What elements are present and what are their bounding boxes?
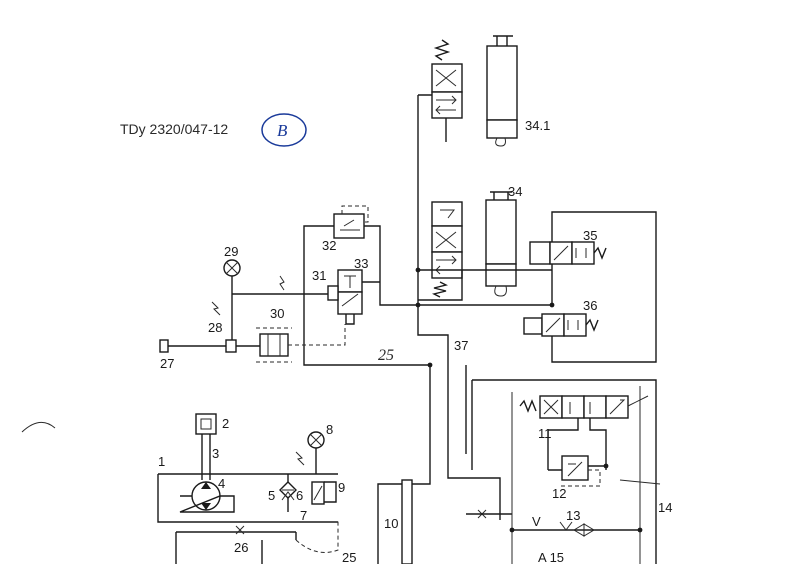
cylinder-34-1 bbox=[486, 45, 518, 121]
tank-1 bbox=[157, 473, 338, 523]
page-mark bbox=[21, 421, 56, 433]
component-35: 35 bbox=[529, 228, 607, 265]
label-10: 10 bbox=[384, 516, 398, 531]
component-34-1: 34.1 bbox=[431, 35, 550, 147]
label-9: 9 bbox=[338, 480, 345, 495]
label-14: 14 bbox=[658, 500, 672, 515]
component-36: 36 bbox=[523, 298, 599, 337]
drawing-number: TDy 2320/047-12 bbox=[120, 121, 228, 137]
component-2: 2 bbox=[195, 413, 229, 435]
gauge-29: 29 bbox=[223, 244, 241, 277]
cylinder-34 bbox=[485, 199, 517, 265]
label-12: 12 bbox=[552, 486, 566, 501]
component-27 bbox=[159, 339, 169, 353]
label-v: V bbox=[532, 514, 541, 529]
label-37: 37 bbox=[454, 338, 468, 353]
pump-4: 4 bbox=[179, 476, 235, 513]
label-1: 1 bbox=[158, 454, 165, 469]
label-29: 29 bbox=[224, 244, 238, 259]
spring-11 bbox=[519, 399, 537, 413]
component-9: 9 bbox=[311, 480, 345, 505]
valve-34-lower bbox=[431, 251, 463, 279]
label-15: A 15 bbox=[538, 550, 564, 564]
label-27: 27 bbox=[160, 356, 174, 371]
line-34-1-supply bbox=[417, 94, 432, 310]
label-5: 5 bbox=[268, 488, 275, 503]
label-3: 3 bbox=[212, 446, 219, 461]
component-11: 11 bbox=[519, 395, 649, 441]
frame-right bbox=[472, 379, 657, 564]
valve-34-1-lower bbox=[431, 91, 463, 119]
filter-5-6-7: 5 6 7 bbox=[268, 481, 307, 523]
label-35: 35 bbox=[583, 228, 597, 243]
component-13: 13 V bbox=[512, 508, 640, 537]
component-10: 10 bbox=[384, 479, 413, 564]
label-30: 30 bbox=[270, 306, 284, 321]
line-32-loop bbox=[303, 225, 430, 366]
label-8: 8 bbox=[326, 422, 333, 437]
spring-34 bbox=[431, 281, 449, 298]
revision-mark: B bbox=[277, 121, 288, 140]
label-31: 31 bbox=[312, 268, 326, 283]
component-12: 12 bbox=[552, 455, 601, 501]
label-11: 11 bbox=[538, 426, 552, 441]
label-13: 13 bbox=[566, 508, 580, 523]
label-28: 28 bbox=[208, 320, 222, 335]
label-26: 26 bbox=[234, 540, 248, 555]
label-6: 6 bbox=[296, 488, 303, 503]
gauge-8: 8 bbox=[307, 422, 333, 449]
component-32: 32 bbox=[322, 205, 369, 253]
component-34: 34 bbox=[431, 184, 522, 298]
spring-36 bbox=[585, 318, 599, 332]
line-35-36-return bbox=[551, 211, 657, 363]
shaft-3 bbox=[201, 434, 211, 480]
solenoid-31 bbox=[327, 285, 339, 301]
label-34: 34 bbox=[508, 184, 522, 199]
label-4: 4 bbox=[218, 476, 225, 491]
component-33: 31 33 bbox=[312, 256, 368, 325]
line-37 bbox=[417, 310, 449, 420]
label-33: 33 bbox=[354, 256, 368, 271]
spring-35 bbox=[593, 246, 607, 260]
spring-34-1 bbox=[433, 39, 451, 61]
valve-34-1-upper bbox=[431, 63, 463, 93]
handwritten-25: 25 bbox=[378, 347, 394, 364]
label-25: 25 bbox=[342, 550, 356, 564]
label-7: 7 bbox=[300, 508, 307, 523]
label-2: 2 bbox=[222, 416, 229, 431]
valve-34-upper bbox=[431, 201, 463, 227]
label-34-1: 34.1 bbox=[525, 118, 550, 133]
component-30: 30 bbox=[256, 306, 292, 363]
revision-circle bbox=[261, 113, 307, 147]
label-36: 36 bbox=[583, 298, 597, 313]
label-32: 32 bbox=[322, 238, 336, 253]
